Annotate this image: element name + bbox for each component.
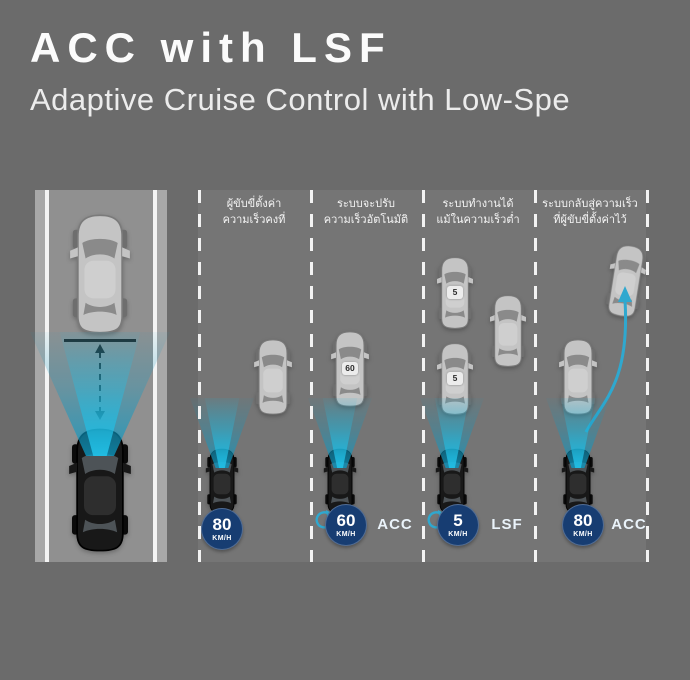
speed-badge: 5 KM/H [437,504,479,546]
speed-badge: 80 KM/H [562,504,604,546]
lead-speed-plate: 60 [342,362,358,375]
panel-acc-adjust: ระบบจะปรับ ความเร็วอัตโนมัติ 60 60 KM/H … [308,190,422,562]
caption-line: ระบบจะปรับ [336,198,395,210]
distance-dashed-line [99,352,101,412]
lane-divider [422,190,425,562]
caption-line: ความเร็วอัตโนมัติ [323,213,409,226]
lane-divider [646,190,649,562]
page-subtitle: Adaptive Cruise Control with Low-Spe [30,82,571,117]
speed-unit: KM/H [212,535,232,542]
panel-resume-speed: ระบบกลับสู่ความเร็ว ที่ผู้ขับขี่ตั้งค่าไ… [534,190,646,562]
speed-badge: 80 KM/H [201,508,243,550]
page-title: ACC with LSF [30,24,392,71]
panel-caption: ระบบจะปรับ ความเร็วอัตโนมัติ [306,197,426,229]
speed-value: 60 [336,511,356,530]
panel-caption: ผู้ขับขี่ตั้งค่า ความเร็วคงที่ [194,197,314,229]
speed-unit: KM/H [573,531,593,538]
system-label: ACC [611,516,647,533]
lead-car-icon [63,212,137,336]
traffic-speed-plate: 5 [447,286,463,299]
panel-lsf-low-speed: ระบบทำงานได้ แม้ในความเร็วต่ำ 5 5 5 KM/H… [420,190,534,562]
lane-divider [198,190,201,562]
panel-caption: ระบบกลับสู่ความเร็ว ที่ผู้ขับขี่ตั้งค่าไ… [530,197,650,229]
lane-divider [534,190,537,562]
system-label: LSF [491,516,523,533]
speed-badge: 60 KM/H [325,504,367,546]
caption-line: แม้ในความเร็วต่ำ [436,213,520,226]
speed-value: 80 [212,515,232,534]
speed-value: 5 [453,511,463,530]
caption-line: ระบบทำงานได้ [442,198,514,210]
caption-line: ที่ผู้ขับขี่ตั้งค่าไว้ [553,213,627,226]
speed-unit: KM/H [448,531,468,538]
panel-caption: ระบบทำงานได้ แม้ในความเร็วต่ำ [418,197,538,229]
distance-reference-line [64,339,136,342]
lane-divider [310,190,313,562]
lead-speed-plate: 5 [447,372,463,385]
system-label: ACC [377,516,413,533]
distance-arrow-down-icon [95,411,105,420]
caption-line: ระบบกลับสู่ความเร็ว [542,198,638,210]
lead-car-icon [252,336,294,418]
panel-set-speed: ผู้ขับขี่ตั้งค่า ความเร็วคงที่ 80 KM/H [190,190,310,562]
lane-change-arrow-icon [584,286,632,433]
caption-line: ความเร็วคงที่ [222,213,286,226]
speed-unit: KM/H [336,531,356,538]
speed-value: 80 [573,511,593,530]
traffic-car-icon [488,292,528,370]
caption-line: ผู้ขับขี่ตั้งค่า [226,198,282,210]
ego-car-icon [204,446,240,516]
ego-car-icon [62,426,138,554]
